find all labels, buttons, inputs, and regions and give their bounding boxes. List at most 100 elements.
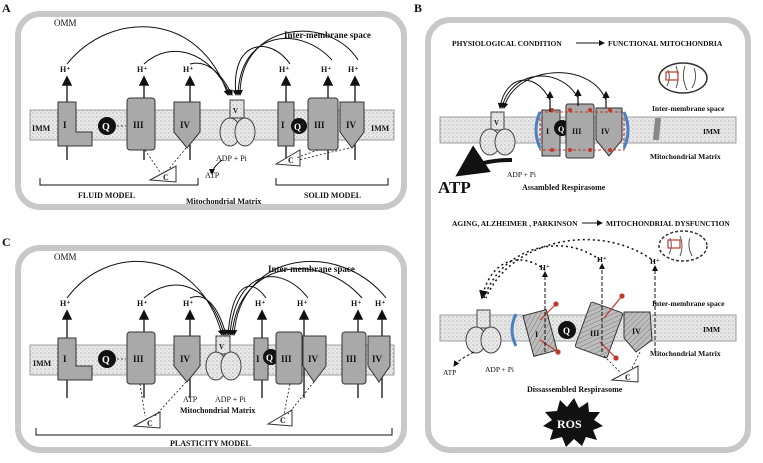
cytochrome-c-a-label: C (163, 173, 169, 182)
atp-a: ATP (205, 171, 220, 180)
cytochrome-c-c-super (266, 409, 293, 427)
complex-iv-c (173, 335, 201, 383)
complex-i-c-super-label: I (256, 354, 260, 364)
cytochrome-c-c (132, 411, 161, 429)
complex-iv-a-solid (339, 101, 365, 149)
ros-label: ROS (557, 417, 582, 431)
atp-synthase-b2 (465, 309, 502, 354)
complex-iii-c-pair (341, 331, 367, 385)
complex-i-a-solid-label: I (281, 120, 285, 130)
quinone-a-solid-label: Q (294, 122, 301, 132)
cytochrome-c-b (610, 365, 639, 383)
disassembled-respirasome-label: Dissassembled Respirasome (527, 385, 623, 394)
complex-v-a-label: V (233, 107, 238, 115)
complex-iii-c-super (275, 331, 303, 385)
h-plus-c4: H⁺ (255, 299, 265, 308)
h-plus-a4: H⁺ (279, 65, 289, 74)
complex-iv-a-label: IV (180, 120, 191, 130)
h-plus-c7: H⁺ (375, 299, 385, 308)
imm-label-c: IMM (33, 359, 52, 368)
complex-iii-c-label: III (133, 354, 144, 364)
panel-letter-c: C (2, 235, 11, 249)
imm-label-b2: IMM (703, 325, 720, 334)
complex-iv-b1-label: IV (601, 127, 610, 136)
quinone-a-label: Q (102, 122, 110, 133)
complex-i-c-super (253, 337, 269, 381)
h-plus-a5: H⁺ (321, 65, 331, 74)
matrix-label-a: Mitochondrial Matrix (186, 197, 261, 206)
aging-label: AGING, ALZHEIMER , PARKINSON (452, 219, 578, 228)
imm-label-a-right: IMM (371, 124, 390, 133)
cytochrome-c-a (148, 165, 177, 183)
atp-synthase-a (219, 99, 256, 147)
h-plus-b1: H⁺ (540, 263, 550, 272)
adp-pi-c: ADP + Pi (215, 395, 247, 404)
complex-v-c-label: V (219, 343, 224, 351)
inter-membrane-space-label-b1: Inter-membrane space (652, 104, 725, 113)
complex-iv-b2-label: IV (632, 327, 641, 336)
panel-letter-a: A (2, 1, 11, 15)
mitochondrion-icon-damaged (658, 230, 708, 262)
complex-i-b2-label: I (535, 330, 538, 339)
complex-i-b1-label: I (546, 127, 549, 136)
h-plus-a6: H⁺ (348, 65, 358, 74)
complex-iv-c-pair-label: IV (372, 354, 383, 364)
quinone-a-solid (291, 118, 307, 134)
quinone-c-super (263, 349, 279, 365)
quinone-c-super-label: Q (266, 353, 273, 363)
complex-iii-c-pair-label: III (346, 354, 357, 364)
quinone-a (98, 117, 116, 135)
complex-iii-b1-label: III (572, 127, 581, 136)
atp-synthase-b1 (479, 111, 516, 156)
complex-v-b1-label: V (494, 119, 499, 127)
complex-iii-a-solid (307, 97, 339, 151)
complex-iv-c-super-label: IV (308, 354, 319, 364)
cytochrome-c-b-label: C (625, 373, 631, 382)
quinone-c (98, 350, 116, 368)
adp-pi-b1: ADP + Pi (507, 170, 536, 179)
complex-iii-a-label: III (133, 120, 144, 130)
plasticity-model-label: PLASTICITY MODEL (170, 439, 251, 448)
inter-membrane-space-label-a: Inter-membrane space (284, 30, 371, 40)
complex-iv-a (173, 101, 201, 149)
dysfunction-label: MITOCHONDRIAL DYSFUNCTION (606, 219, 730, 228)
atp-big-label: ATP (438, 178, 471, 197)
complex-iii-c-super-label: III (281, 354, 292, 364)
complex-iii-a-solid-label: III (314, 120, 325, 130)
h-plus-c5: H⁺ (297, 299, 307, 308)
h-plus-c1: H⁺ (60, 299, 70, 308)
complex-iv-c-super (302, 335, 327, 383)
h-plus-c2: H⁺ (137, 299, 147, 308)
panel-b: B PHYSIOLOGICAL CONDITION FUNCTIONAL MIT… (414, 1, 751, 453)
complex-iv-c-pair (367, 335, 391, 383)
omm-label-c: OMM (54, 252, 77, 262)
complex-iv-a-solid-label: IV (346, 120, 357, 130)
quinone-b1-label: Q (558, 125, 564, 134)
quinone-b2-label: Q (563, 326, 570, 336)
h-plus-c6: H⁺ (351, 299, 361, 308)
complex-i-c (57, 337, 93, 381)
atp-c: ATP (183, 395, 198, 404)
disassembled-respirasome (510, 293, 653, 361)
assembled-respirasome (534, 103, 661, 159)
adp-pi-a: ADP + Pi (216, 154, 248, 163)
assembled-respirasome-label: Assambled Respirasome (522, 183, 606, 192)
complex-iii-c (126, 331, 156, 385)
h-plus-a1: H⁺ (60, 65, 70, 74)
panel-a: A OMM Inter-membrane space IMM IMM H⁺ H⁺… (2, 1, 407, 210)
cytochrome-c-a-solid-label: C (288, 156, 294, 165)
cytochrome-c-a-solid (274, 149, 301, 167)
atp-synthase-c (205, 335, 242, 381)
omm-label-a: OMM (54, 18, 77, 28)
cytochrome-c-c-label: C (147, 419, 153, 428)
functional-mitochondria-label: FUNCTIONAL MITOCHONDRIA (608, 39, 723, 48)
panel-c: C OMM Inter-membrane space IMM H⁺ H⁺ H⁺ … (2, 235, 407, 453)
complex-iii-b2-label: III (590, 329, 599, 338)
complex-iv-c-label: IV (180, 354, 191, 364)
complex-i-a (57, 101, 93, 147)
imm-label-b1: IMM (703, 127, 720, 136)
h-plus-c3: H⁺ (183, 299, 193, 308)
physiological-condition-label: PHYSIOLOGICAL CONDITION (452, 39, 562, 48)
solid-model-label: SOLID MODEL (304, 191, 361, 200)
h-plus-b2: H⁺ (597, 255, 607, 264)
